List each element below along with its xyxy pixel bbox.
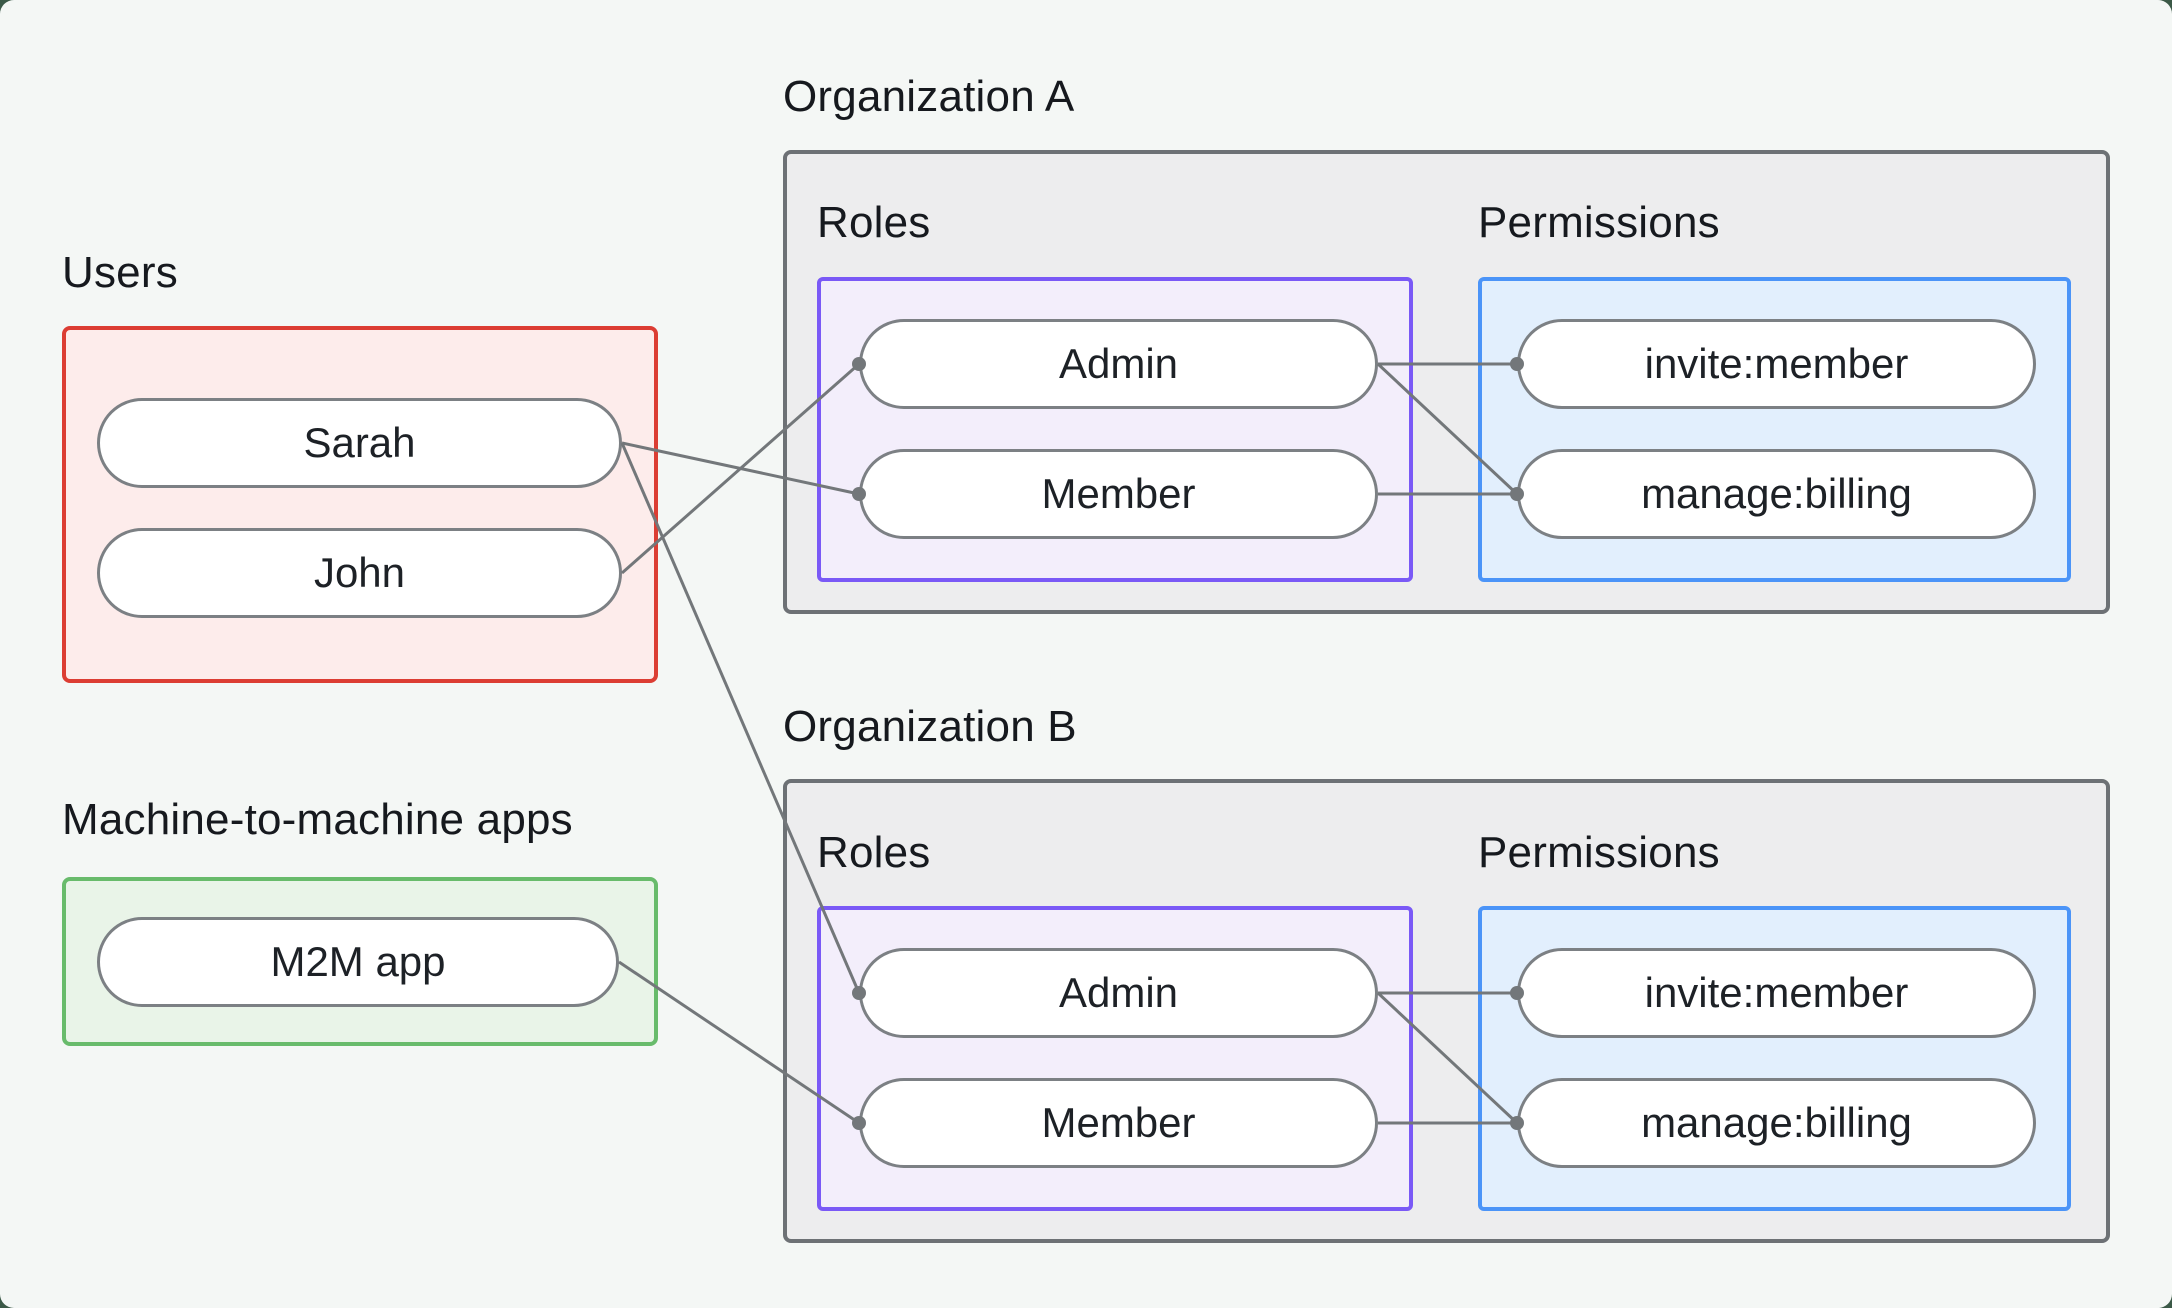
node-org-b-role-member: Member — [859, 1078, 1378, 1168]
org-b-permissions-label: Permissions — [1478, 828, 1720, 877]
org-a-roles-label: Roles — [817, 198, 931, 247]
node-org-a-role-admin: Admin — [859, 319, 1378, 409]
node-user-sarah: Sarah — [97, 398, 622, 488]
m2m-section-label: Machine-to-machine apps — [62, 795, 573, 844]
node-m2m-app: M2M app — [97, 917, 619, 1007]
org-a-permissions-label: Permissions — [1478, 198, 1720, 247]
node-org-b-role-admin: Admin — [859, 948, 1378, 1038]
users-section-label: Users — [62, 248, 178, 297]
node-org-a-role-member: Member — [859, 449, 1378, 539]
users-group-box — [62, 326, 658, 683]
node-org-a-permission-manage-billing: manage:billing — [1517, 449, 2036, 539]
node-org-b-permission-invite-member: invite:member — [1517, 948, 2036, 1038]
org-a-title: Organization A — [783, 72, 1075, 121]
node-org-b-permission-manage-billing: manage:billing — [1517, 1078, 2036, 1168]
org-b-roles-label: Roles — [817, 828, 931, 877]
node-user-john: John — [97, 528, 622, 618]
node-org-a-permission-invite-member: invite:member — [1517, 319, 2036, 409]
org-b-title: Organization B — [783, 702, 1077, 751]
